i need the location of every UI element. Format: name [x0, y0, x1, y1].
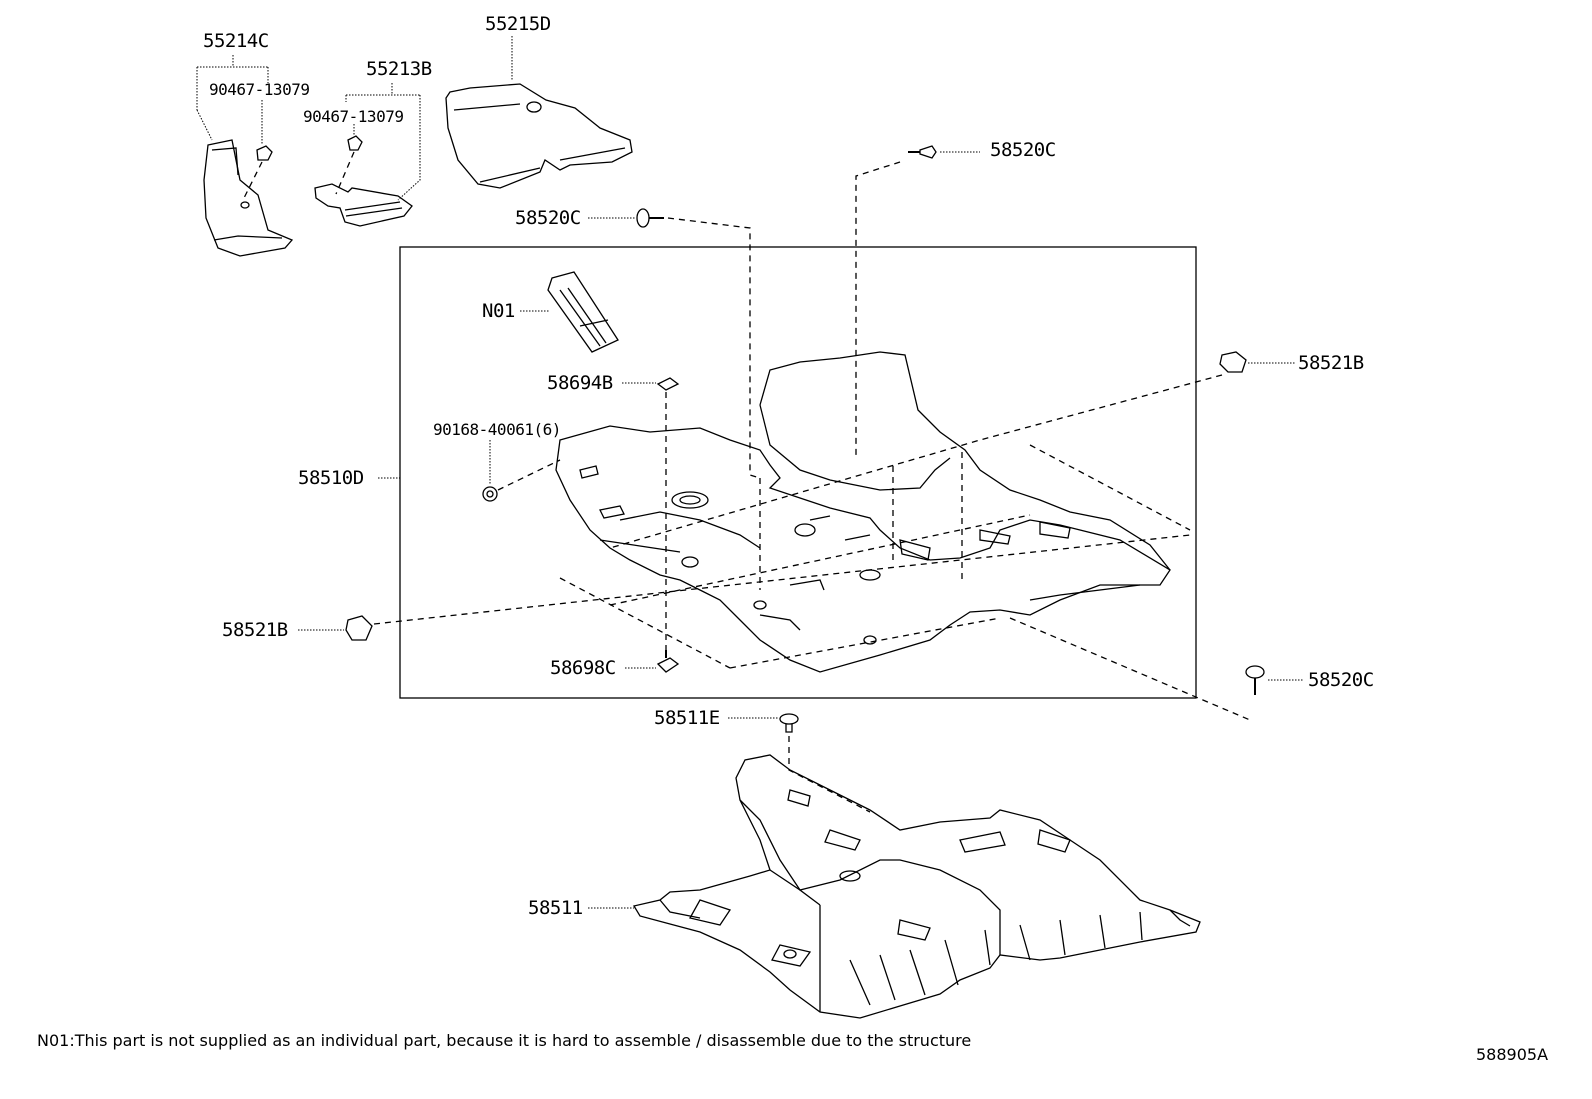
- part-55214c-drawing: [203, 139, 294, 257]
- clip-90467-b-drawing: [347, 135, 363, 151]
- label-58511e: 58511E: [654, 707, 720, 729]
- label-58510d: 58510D: [298, 467, 364, 489]
- floor-58511-drawing: [632, 754, 1201, 1019]
- grommet-58698c-drawing: [656, 650, 680, 673]
- bolt-58520c-top-drawing: [908, 145, 937, 159]
- part-55213b-drawing: [314, 183, 413, 227]
- label-58520c-mid: 58520C: [515, 207, 581, 229]
- label-55213b: 55213B: [366, 58, 432, 80]
- leader-55213b: [345, 83, 421, 201]
- bolt-58520c-mid-drawing: [636, 208, 664, 228]
- diagram-code: 588905A: [1476, 1045, 1549, 1064]
- clip-58521b-right-drawing: [1219, 351, 1247, 373]
- clip-58511e-drawing: [779, 713, 799, 733]
- nut-90168-drawing: [482, 486, 498, 502]
- label-90467-13079-b: 90467-13079: [303, 107, 404, 126]
- assembly-box-58510d: [399, 246, 1197, 699]
- label-58521b-left: 58521B: [222, 619, 288, 641]
- label-58511: 58511: [528, 897, 583, 919]
- bolt-58520c-right-drawing: [1245, 665, 1265, 695]
- part-55215d-drawing: [445, 83, 633, 189]
- leader-55214c: [196, 55, 269, 110]
- label-58521b-right: 58521B: [1298, 352, 1364, 374]
- label-n01: N01: [482, 300, 515, 322]
- part-n01-drawing: [547, 271, 619, 353]
- footnote: N01:This part is not supplied as an indi…: [37, 1031, 972, 1050]
- grommet-58694b-drawing: [656, 377, 680, 391]
- label-58694b: 58694B: [547, 372, 613, 394]
- label-58698c: 58698C: [550, 657, 616, 679]
- label-55214c: 55214C: [203, 30, 269, 52]
- label-90168-40061: 90168-40061(6): [433, 420, 561, 439]
- label-58520c-top: 58520C: [990, 139, 1056, 161]
- label-55215d: 55215D: [485, 13, 551, 35]
- clip-90467-a-drawing: [256, 145, 273, 161]
- label-90467-13079-a: 90467-13079: [209, 80, 310, 99]
- label-58520c-right: 58520C: [1308, 669, 1374, 691]
- clip-58521b-left-drawing: [345, 615, 373, 641]
